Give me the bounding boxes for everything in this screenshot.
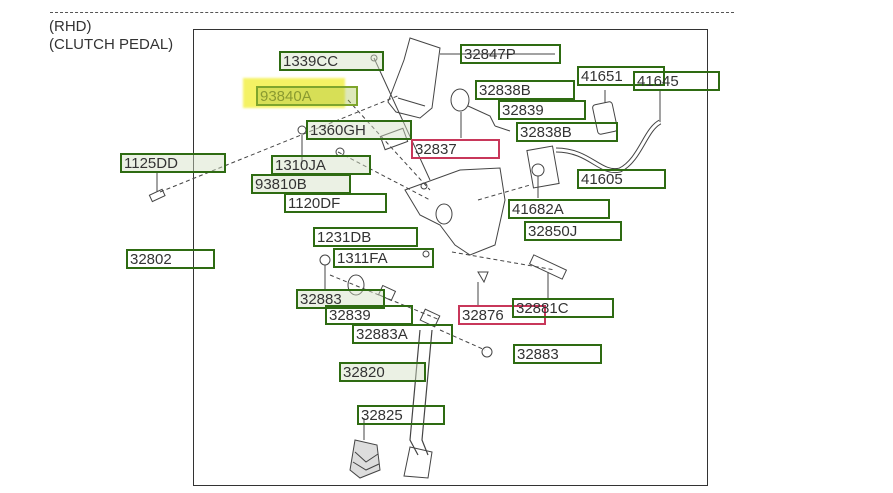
- callout-1310ja[interactable]: 1310JA: [271, 155, 371, 175]
- assembly-title: (CLUTCH PEDAL): [49, 36, 174, 53]
- callout-93840a[interactable]: 93840A: [256, 86, 358, 106]
- callout-1231db[interactable]: 1231DB: [313, 227, 418, 247]
- pedal-shaft: [528, 254, 568, 280]
- callout-32839-low[interactable]: 32839: [325, 305, 413, 325]
- spring: [450, 88, 470, 112]
- callout-32876[interactable]: 32876: [458, 305, 546, 325]
- callout-32838b-mid[interactable]: 32838B: [516, 122, 618, 142]
- callout-1339cc[interactable]: 1339CC: [279, 51, 384, 71]
- callout-41645[interactable]: 41645: [633, 71, 720, 91]
- callout-32825[interactable]: 32825: [357, 405, 445, 425]
- callout-32839-top[interactable]: 32839: [498, 100, 586, 120]
- callout-32883a[interactable]: 32883A: [352, 324, 453, 344]
- callout-1360gh[interactable]: 1360GH: [306, 120, 412, 140]
- callout-93810b[interactable]: 93810B: [251, 174, 351, 194]
- pedal-arm: [409, 329, 421, 456]
- callout-32883-left[interactable]: 32883: [296, 289, 385, 309]
- upper-bracket: [387, 37, 441, 119]
- diagram-frame: [193, 29, 708, 486]
- callout-1311fa[interactable]: 1311FA: [333, 248, 434, 268]
- callout-32850j[interactable]: 32850J: [524, 221, 622, 241]
- callout-41682a[interactable]: 41682A: [508, 199, 610, 219]
- callout-32883-right[interactable]: 32883: [513, 344, 602, 364]
- section-divider: [50, 12, 734, 13]
- gasket: [592, 101, 618, 135]
- callout-32847p[interactable]: 32847P: [460, 44, 561, 64]
- pedal-bracket: [404, 167, 506, 256]
- pedal-pad: [349, 439, 381, 479]
- callout-32802[interactable]: 32802: [126, 249, 215, 269]
- callout-32837[interactable]: 32837: [411, 139, 500, 159]
- master-cylinder: [526, 145, 560, 189]
- callout-1120df[interactable]: 1120DF: [284, 193, 387, 213]
- pedal-plate: [403, 446, 433, 479]
- callout-32838b-top[interactable]: 32838B: [475, 80, 575, 100]
- callout-32881c[interactable]: 32881C: [512, 298, 614, 318]
- callout-32820[interactable]: 32820: [339, 362, 426, 382]
- callout-41605[interactable]: 41605: [577, 169, 666, 189]
- bolt-leader-line: [159, 94, 401, 193]
- selection-highlight: [243, 78, 345, 108]
- callout-1125dd[interactable]: 1125DD: [120, 153, 226, 173]
- callout-41651[interactable]: 41651: [577, 66, 665, 86]
- bolt-1125dd: [148, 188, 166, 203]
- variant-label: (RHD): [49, 18, 92, 35]
